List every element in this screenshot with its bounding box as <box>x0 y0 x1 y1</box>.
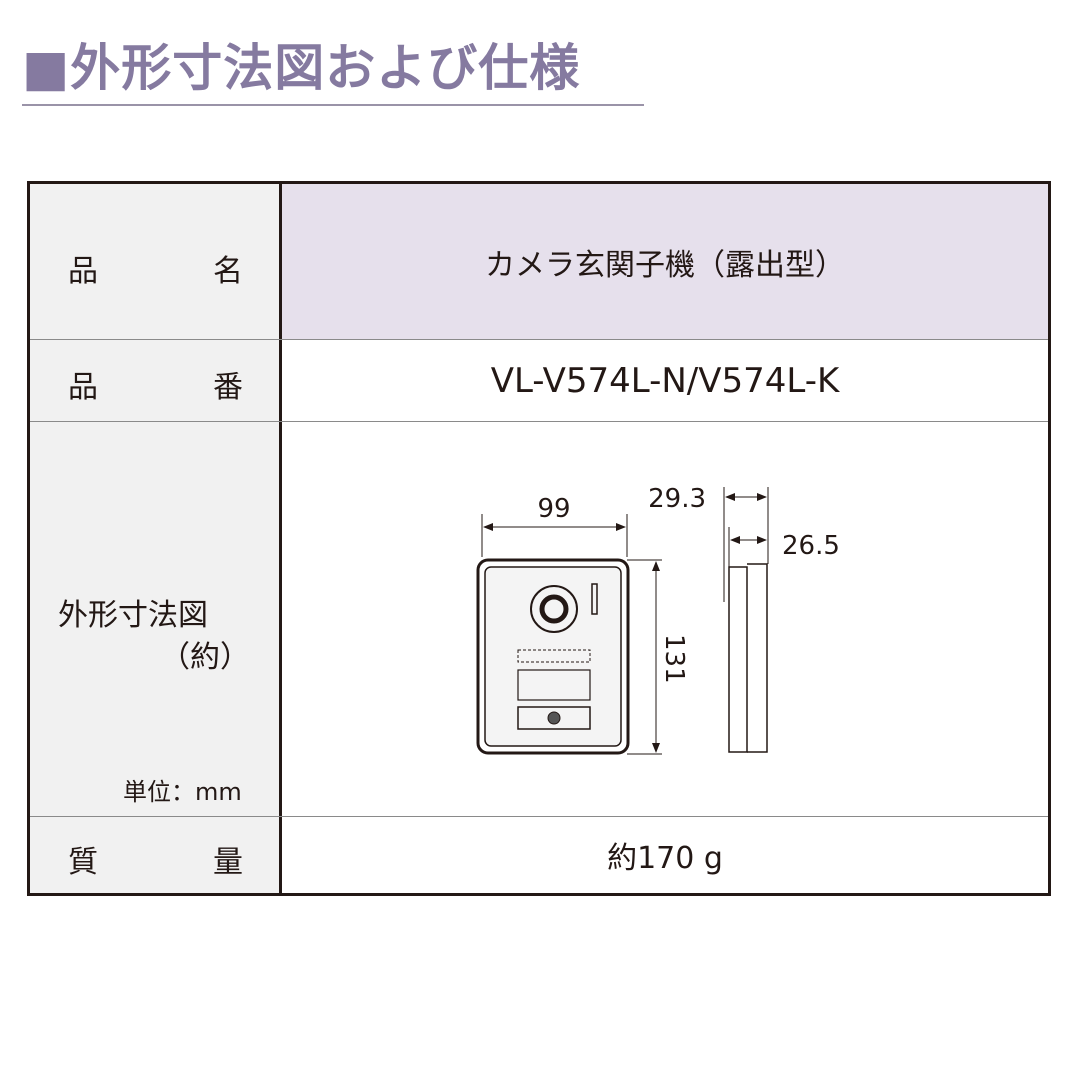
label-char: 量 <box>213 845 243 880</box>
label-char: 番 <box>213 370 243 405</box>
camera-icon <box>530 585 578 633</box>
label-char: 質 <box>68 845 98 880</box>
dimensions-approx: （約） <box>160 640 250 675</box>
label-char: 品 <box>68 370 98 405</box>
page-title: ■外形寸法図および仕様 <box>22 39 581 97</box>
label-char: 品 <box>68 254 98 289</box>
weight-value: 約170 g <box>607 841 723 876</box>
dimension-drawing: 99 29.3 26.5 131 <box>476 484 840 755</box>
row-label: 質 量 <box>30 817 282 893</box>
spec-table: 品 名 カメラ玄関子機（露出型） 品 番 VL-V574L-N/V574L-K … <box>27 181 1051 896</box>
dimensions-label: 外形寸法図 <box>58 598 208 633</box>
row-label: 外形寸法図 （約） 単位：mm <box>30 422 282 816</box>
row-label: 品 番 <box>30 340 282 421</box>
title-divider <box>22 104 644 106</box>
row-label: 品 名 <box>30 184 282 339</box>
product-name: カメラ玄関子機（露出型） <box>282 184 1048 339</box>
height-dimension: 131 <box>659 634 689 684</box>
label-char: 名 <box>213 254 243 289</box>
unit-label: 単位：mm <box>123 778 242 806</box>
call-button <box>517 706 591 730</box>
width-dimension: 99 <box>537 494 570 524</box>
body-depth-dimension: 26.5 <box>782 531 840 561</box>
front-view-outline <box>476 558 630 755</box>
spec-row-product-name: 品 名 カメラ玄関子機（露出型） <box>30 184 1048 340</box>
total-depth-dimension: 29.3 <box>648 484 706 514</box>
model-number: VL-V574L-N/V574L-K <box>490 360 840 401</box>
side-view-outline <box>728 566 748 753</box>
spec-row-model: 品 番 VL-V574L-N/V574L-K <box>30 340 1048 422</box>
spec-row-weight: 質 量 約170 g <box>30 817 1048 893</box>
spec-row-dimensions: 外形寸法図 （約） 単位：mm <box>30 422 1048 817</box>
